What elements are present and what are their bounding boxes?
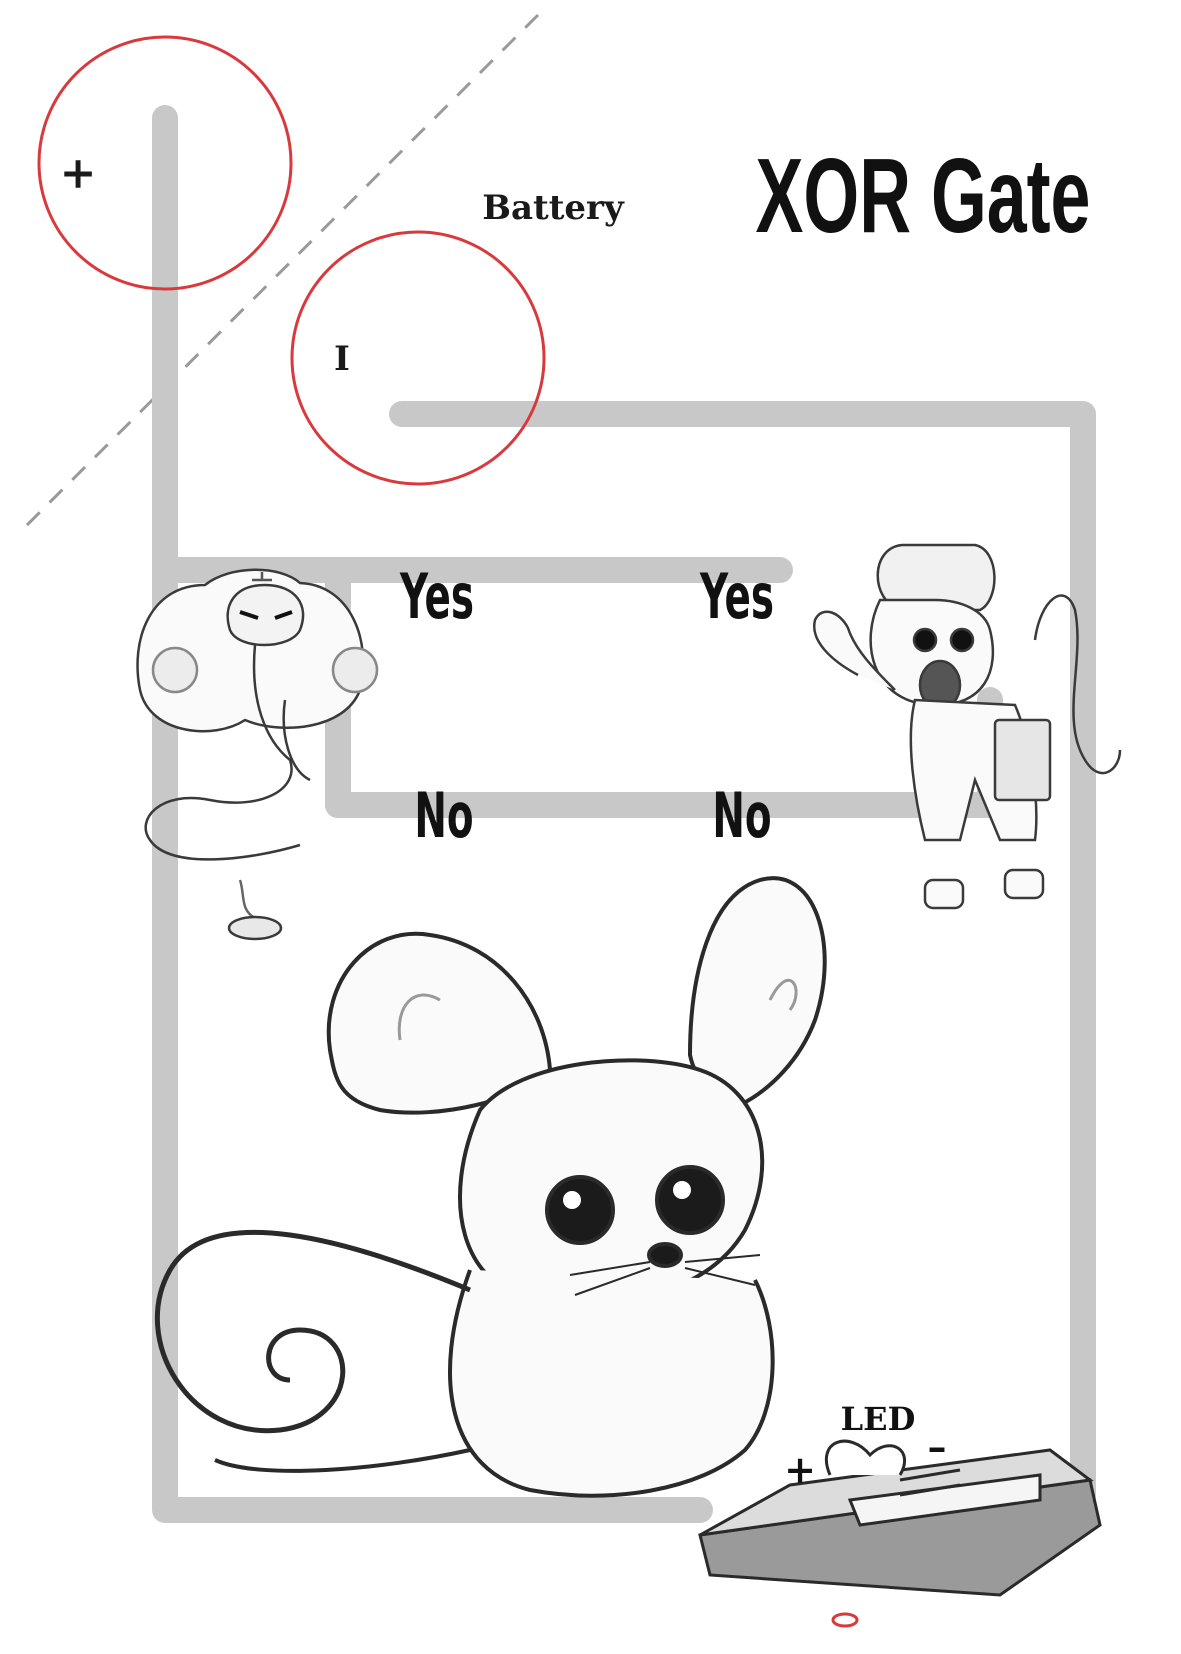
led-minus-sign: –: [928, 1424, 947, 1469]
battery-negative-terminal: [290, 230, 546, 486]
mouse-illustration: [154, 876, 827, 1498]
dashed-fold-line: [23, 13, 540, 529]
cat-illustration: [812, 543, 1122, 910]
switch-labels: Yes Yes No No: [399, 562, 774, 853]
switch-label-right-no: No: [712, 781, 771, 853]
battery-label: Battery: [482, 188, 625, 228]
battery-plus-sign: +: [60, 148, 97, 199]
led-label: LED: [841, 1400, 916, 1438]
battery-positive-terminal: [37, 35, 293, 291]
battery: + I Battery: [37, 35, 625, 486]
cobra-illustration: [136, 568, 379, 941]
led-plus-sign: +: [784, 1447, 816, 1492]
battery-minus-sign: I: [334, 339, 350, 379]
led: LED + –: [784, 1400, 946, 1492]
page-title: XOR Gate: [756, 137, 1091, 255]
switch-label-right-yes: Yes: [699, 562, 774, 634]
mousetrap-illustration: [698, 1439, 1102, 1628]
switch-label-left-no: No: [414, 781, 473, 853]
switch-label-left-yes: Yes: [399, 562, 474, 634]
